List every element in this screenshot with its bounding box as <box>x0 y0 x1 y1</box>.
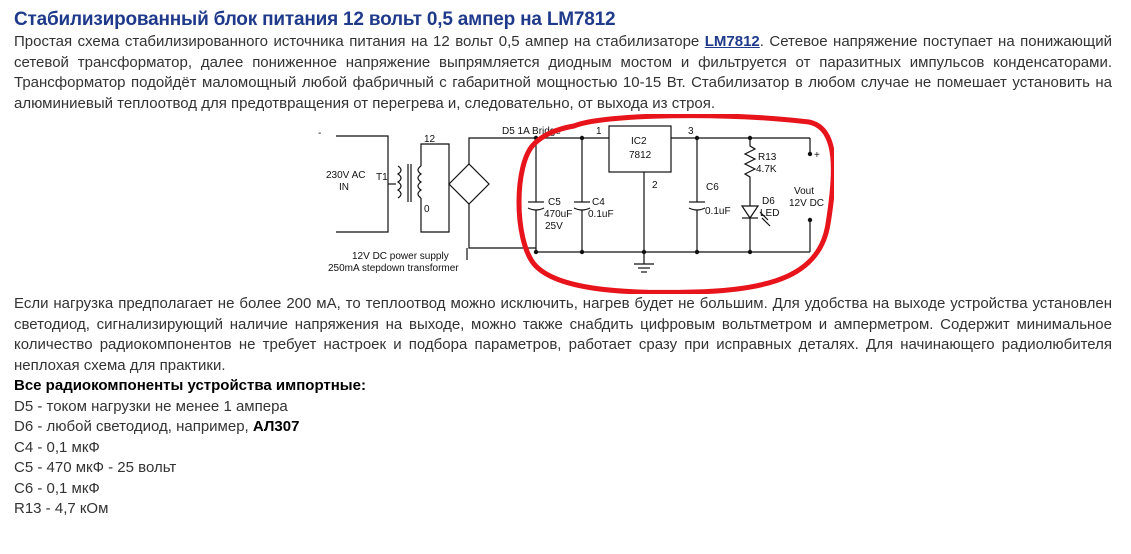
c6-label: C6 <box>706 182 719 193</box>
r13-value: 4.7K <box>756 164 777 175</box>
ac-minus-label: - <box>318 128 321 139</box>
vout-value: 12V DC <box>789 198 824 209</box>
part-r13: R13 - 4,7 кОм <box>14 500 109 517</box>
parts-list: Все радиокомпоненты устройства импортные… <box>14 376 1112 520</box>
body-paragraph: Если нагрузка предполагает не более 200 … <box>14 295 1112 374</box>
schematic-figure: - 230V AC IN T1 12 0 D5 1A Bridge 12V DC… <box>14 114 1112 294</box>
pin-2: 2 <box>652 180 658 191</box>
caption-line-1: 12V DC power supply <box>352 251 449 262</box>
part-d5: D5 - током нагрузки не менее 1 ампера <box>14 397 288 415</box>
part-d6-text: D6 - любой светодиод, например, <box>14 418 253 435</box>
part-c6: C6 - 0,1 мкФ <box>14 479 100 497</box>
part-d6-model: АЛ307 <box>252 418 300 435</box>
parts-heading: Все радиокомпоненты устройства импортные… <box>14 377 366 394</box>
transformer-label: T1 <box>376 172 388 183</box>
input-label: 230V AC <box>326 170 365 181</box>
c6-value: 0.1uF <box>705 206 731 217</box>
secondary-bottom-label: 0 <box>424 204 430 215</box>
article: Стабилизированный блок питания 12 вольт … <box>14 8 1112 520</box>
r13-label: R13 <box>758 152 777 163</box>
c5-voltage: 25V <box>545 221 563 232</box>
schematic-diagram: - 230V AC IN T1 12 0 D5 1A Bridge 12V DC… <box>318 114 834 294</box>
c5-label: C5 <box>548 197 561 208</box>
bridge-label: D5 1A Bridge <box>502 126 561 137</box>
pin-1: 1 <box>596 126 602 137</box>
caption-line-2: 250mA stepdown transformer <box>328 263 459 274</box>
d6-label: D6 <box>762 196 775 207</box>
c5-value: 470uF <box>544 209 572 220</box>
c4-value: 0.1uF <box>588 209 614 220</box>
pin-3: 3 <box>688 126 694 137</box>
page-title: Стабилизированный блок питания 12 вольт … <box>14 9 616 30</box>
part-d6: D6 - любой светодиод, например, АЛ307 <box>14 417 1112 438</box>
part-c5: C5 - 470 мкФ - 25 вольт <box>14 459 177 476</box>
plus-label: + <box>814 150 820 161</box>
red-highlight-outline <box>516 114 834 294</box>
part-c4: C4 - 0,1 мкФ <box>14 438 100 456</box>
d6-type: LED <box>760 208 779 219</box>
ic-part: 7812 <box>629 150 652 161</box>
intro-paragraph: Простая схема стабилизированного источни… <box>14 32 1112 114</box>
ic-label: IC2 <box>631 136 647 147</box>
intro-text-end: . Сетевое напряжение поступает на понижа… <box>14 33 1112 112</box>
input-label-2: IN <box>339 182 349 193</box>
vout-label: Vout <box>794 186 814 197</box>
intro-text-start: Простая схема стабилизированного источни… <box>14 33 705 50</box>
c4-label: C4 <box>592 197 605 208</box>
lm7812-link[interactable]: LM7812 <box>704 33 760 50</box>
secondary-top-label: 12 <box>424 134 436 145</box>
